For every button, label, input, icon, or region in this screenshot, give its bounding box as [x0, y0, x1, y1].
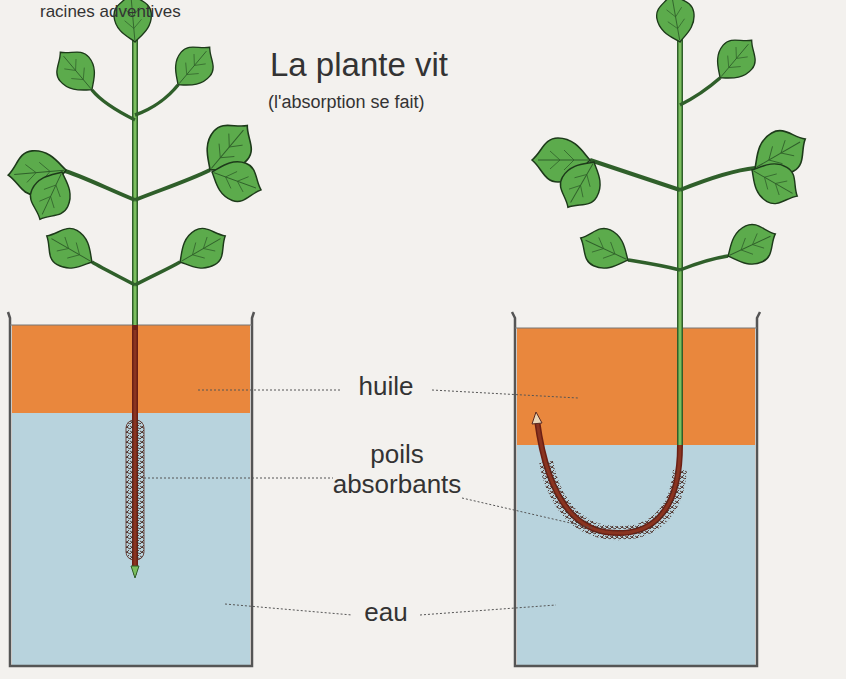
left-plant	[6, 0, 268, 578]
subtitle: (l'absorption se fait)	[268, 92, 425, 113]
part-label: eau	[364, 598, 407, 628]
heading: La plante vit	[270, 46, 448, 84]
section-heading: racines adventives	[40, 2, 181, 22]
right-plant	[532, 0, 816, 533]
oil-layer	[12, 325, 250, 413]
root-hairs	[546, 462, 680, 533]
part-label: huile	[359, 372, 414, 402]
water-layer	[517, 445, 755, 665]
right-beaker	[512, 312, 760, 666]
oil-layer	[517, 328, 755, 445]
leader-lines	[144, 390, 592, 615]
part-label: poils absorbants	[327, 440, 467, 500]
left-beaker	[8, 312, 254, 666]
water-layer	[12, 413, 250, 665]
